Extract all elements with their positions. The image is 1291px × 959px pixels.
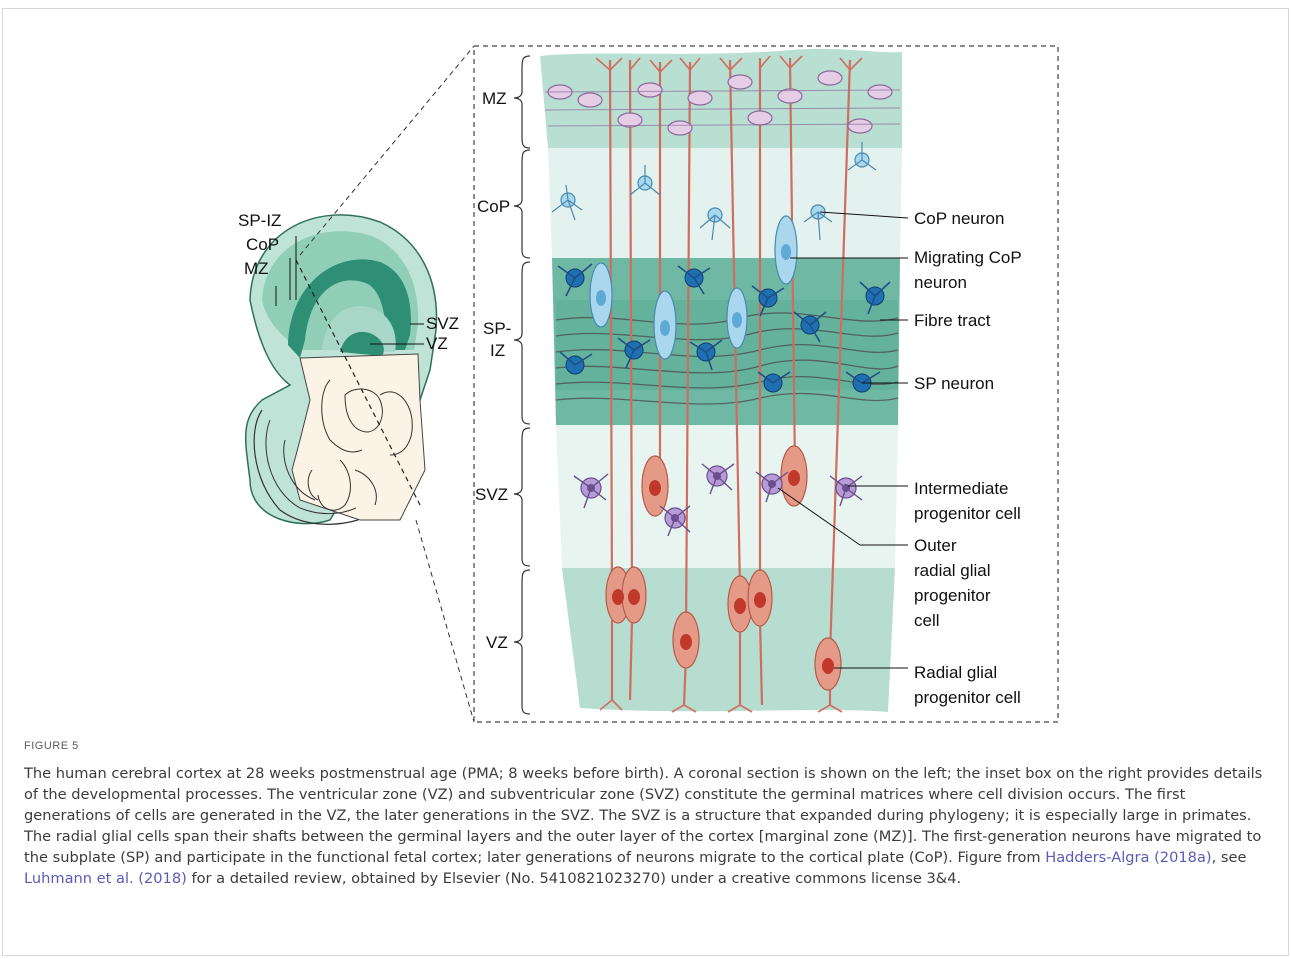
coronal-label-sp-iz: SP-IZ: [238, 211, 281, 230]
figure-illustration: SP-IZ CoP MZ SVZ VZ: [0, 0, 1291, 730]
coronal-section: SP-IZ CoP MZ SVZ VZ: [238, 211, 459, 524]
caption-text-3: for a detailed review, obtained by Elsev…: [187, 870, 961, 887]
layer-brackets: [514, 56, 530, 714]
citation-link-luhmann[interactable]: Luhmann et al. (2018): [24, 870, 187, 887]
zoom-connector-top: [300, 46, 474, 255]
annotation-org-4: cell: [914, 611, 940, 630]
annotation-org-1: Outer: [914, 536, 957, 555]
coronal-label-vz: VZ: [426, 334, 448, 353]
annotations: CoP neuron Migrating CoP neuron Fibre tr…: [914, 209, 1022, 707]
figure-caption: The human cerebral cortex at 28 weeks po…: [24, 763, 1274, 889]
layer-label-svz: SVZ: [475, 485, 508, 504]
annotation-migrating-1: Migrating CoP: [914, 248, 1022, 267]
annotation-org-2: radial glial: [914, 561, 991, 580]
layer-label-iz: IZ: [490, 341, 505, 360]
annotation-fibre-tract: Fibre tract: [914, 311, 991, 330]
coronal-label-cop: CoP: [246, 235, 279, 254]
coronal-label-svz: SVZ: [426, 314, 459, 333]
annotation-rg-1: Radial glial: [914, 663, 997, 682]
layer-label-mz: MZ: [482, 89, 507, 108]
layer-label-cop: CoP: [477, 197, 510, 216]
band-cop: [548, 148, 902, 258]
annotation-cop-neuron: CoP neuron: [914, 209, 1004, 228]
annotation-org-3: progenitor: [914, 586, 991, 605]
zoom-connector-bottom: [416, 520, 474, 722]
citation-link-hadders-algra[interactable]: Hadders-Algra (2018a): [1045, 849, 1211, 866]
layer-label-vz: VZ: [486, 633, 508, 652]
annotation-sp-neuron: SP neuron: [914, 374, 994, 393]
annotation-ipc-1: Intermediate: [914, 479, 1009, 498]
annotation-rg-2: progenitor cell: [914, 688, 1021, 707]
annotation-migrating-2: neuron: [914, 273, 967, 292]
figure-label: FIGURE 5: [24, 740, 79, 752]
coronal-label-mz: MZ: [244, 259, 269, 278]
layer-label-sp: SP-: [483, 319, 511, 338]
annotation-ipc-2: progenitor cell: [914, 504, 1021, 523]
caption-text-2: , see: [1212, 849, 1247, 866]
